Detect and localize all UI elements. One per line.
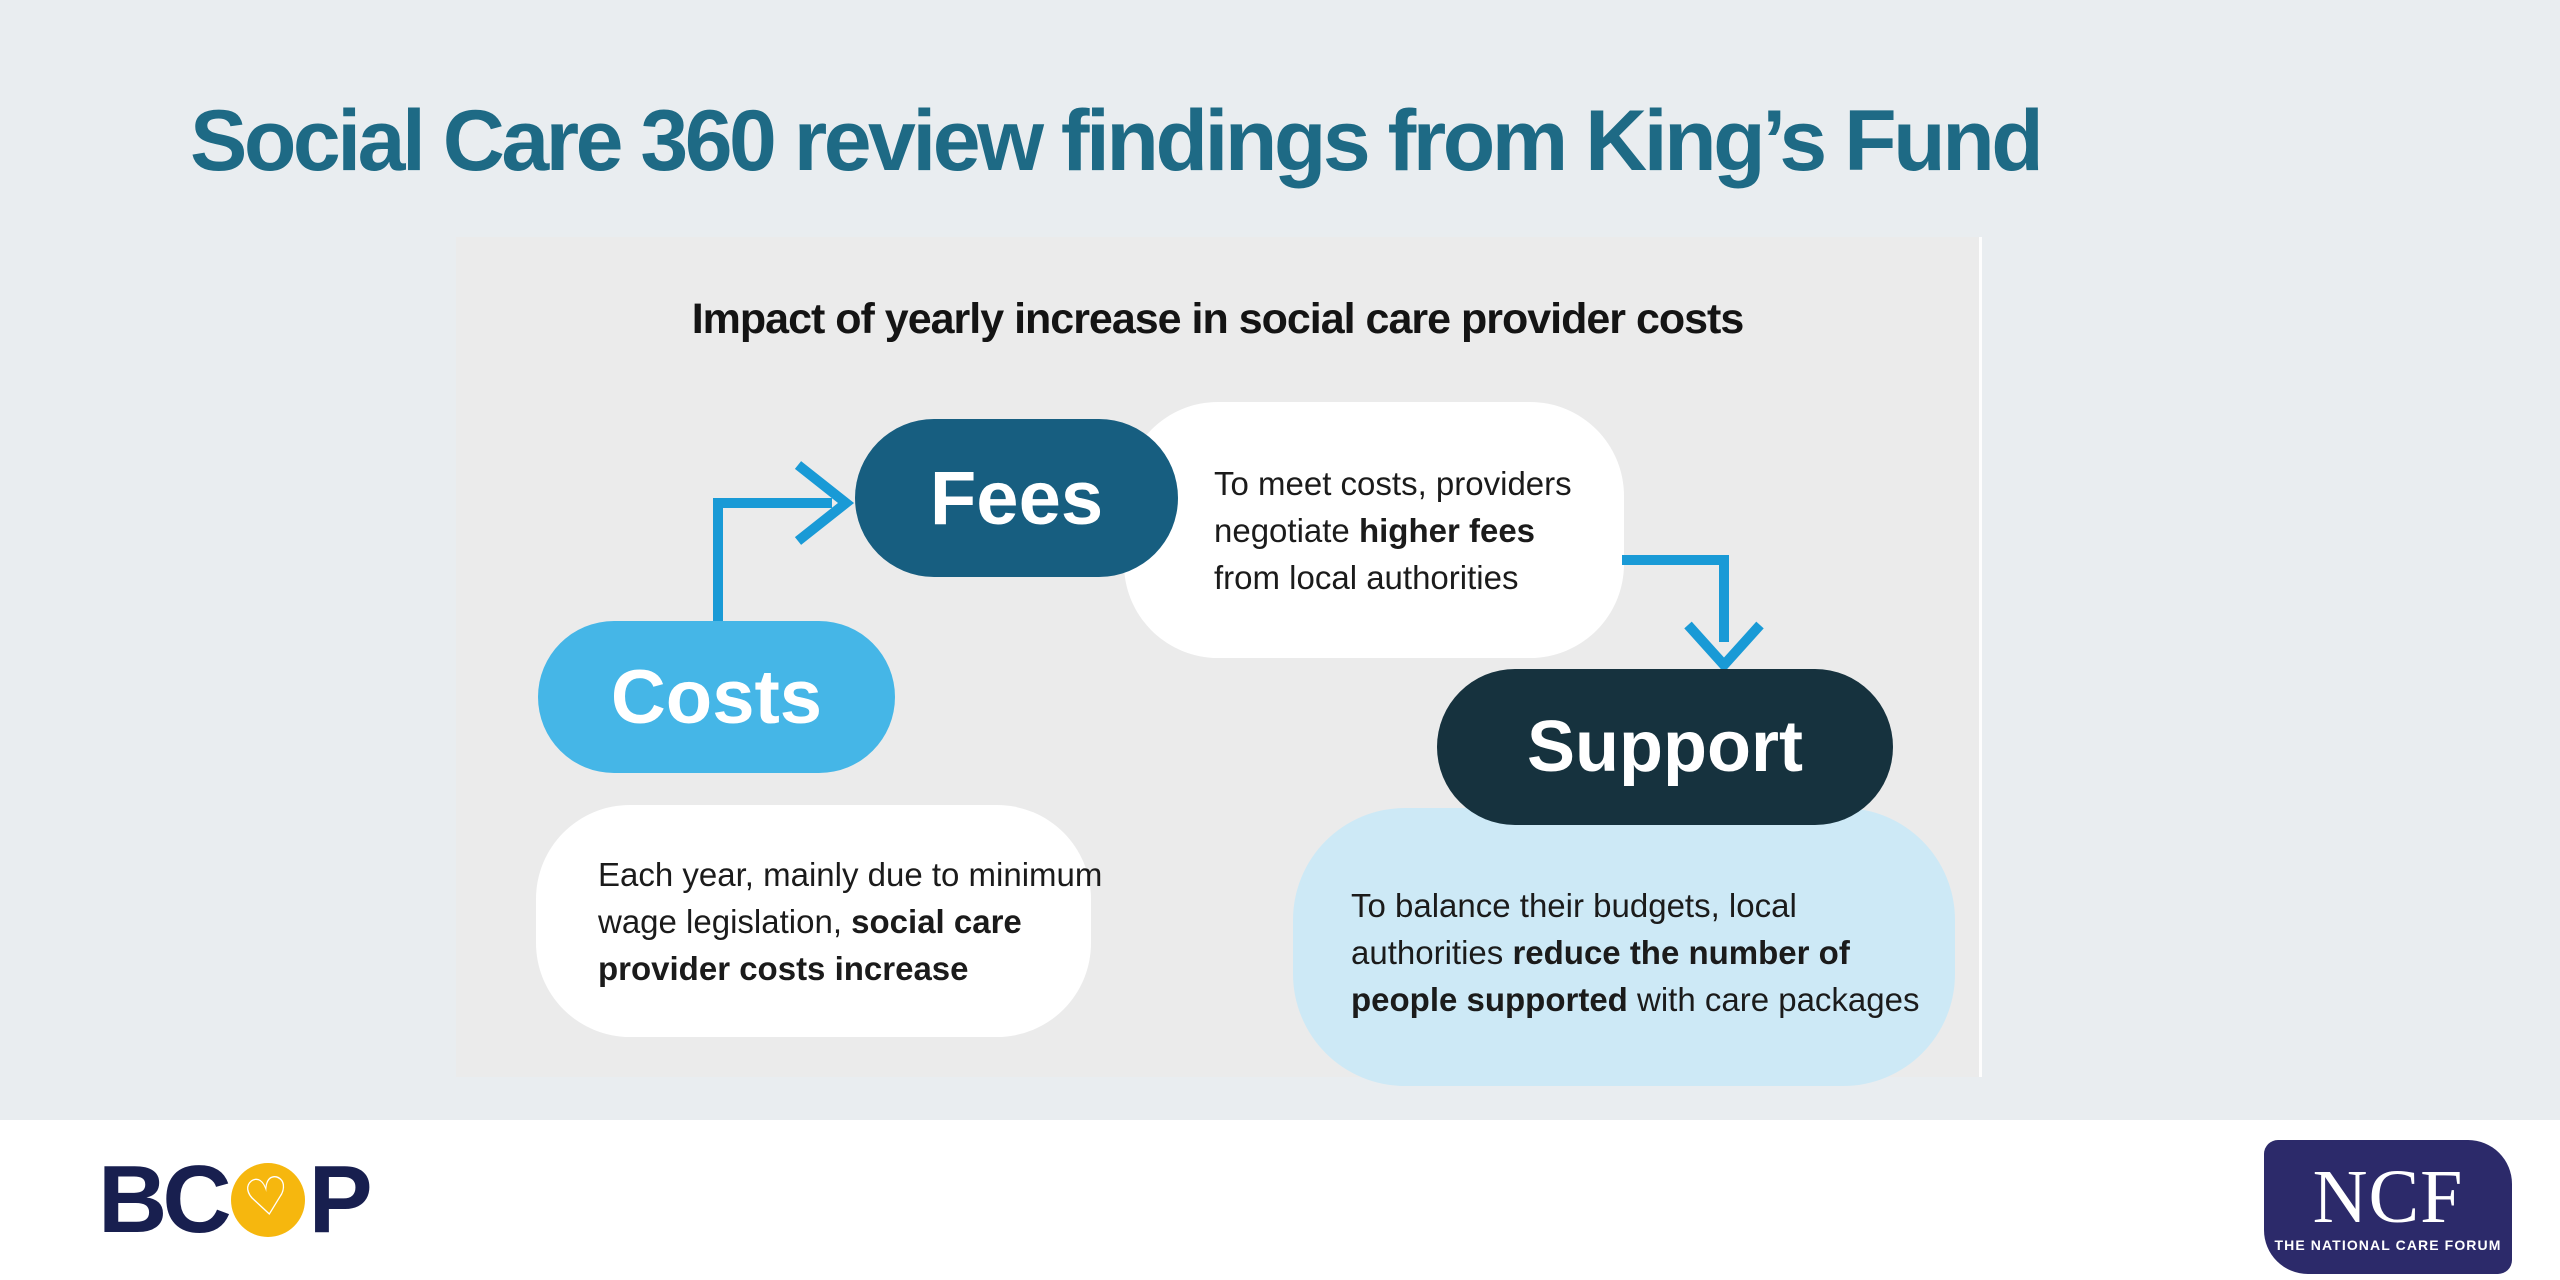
ncf-logo-caption: THE NATIONAL CARE FORUM bbox=[2274, 1237, 2502, 1254]
costs-node-label: Costs bbox=[610, 654, 823, 740]
fees-node-label: Fees bbox=[929, 455, 1104, 541]
support-node-label: Support bbox=[1527, 707, 1803, 787]
infographic-heading: Impact of yearly increase in social care… bbox=[691, 295, 1745, 343]
costs-node: Costs bbox=[538, 621, 895, 773]
bcop-logo-letters-left: BC bbox=[98, 1146, 232, 1253]
support-node: Support bbox=[1437, 669, 1893, 825]
footer-bar: BC ♡ P NCF THE NATIONAL CARE FORUM bbox=[0, 1120, 2560, 1280]
arrow-costs-to-fees-icon bbox=[713, 461, 855, 629]
bcop-logo: BC ♡ P bbox=[98, 1146, 373, 1254]
fees-node: Fees bbox=[855, 419, 1178, 577]
arrow-fees-to-support-icon bbox=[1622, 555, 1764, 673]
ncf-logo-acronym: NCF bbox=[2312, 1154, 2464, 1239]
heart-icon: ♡ bbox=[240, 1165, 295, 1231]
infographic-panel: Impact of yearly increase in social care… bbox=[456, 237, 1982, 1086]
bcop-logo-letter-right: P bbox=[308, 1146, 373, 1253]
page-title: Social Care 360 review findings from Kin… bbox=[190, 93, 2044, 189]
ncf-logo: NCF THE NATIONAL CARE FORUM bbox=[2264, 1140, 2512, 1274]
bcop-logo-circle: ♡ bbox=[230, 1163, 305, 1237]
